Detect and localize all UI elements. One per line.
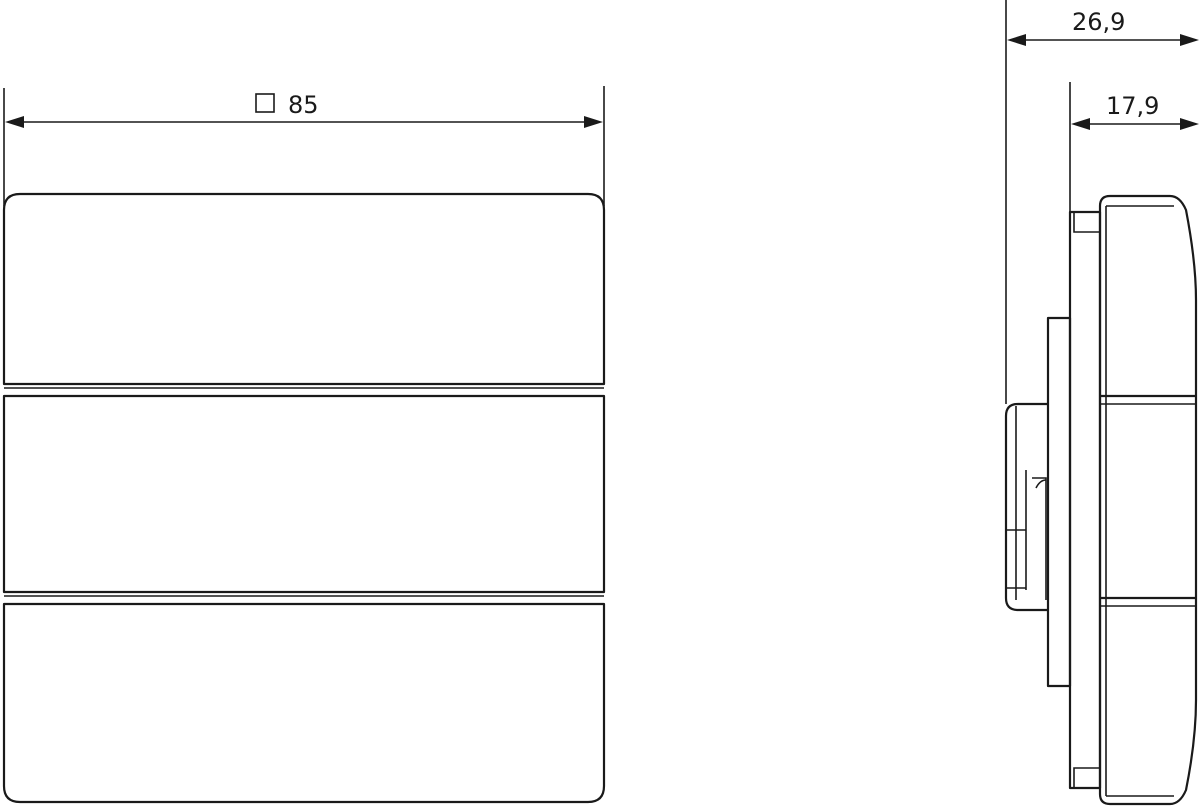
side-rocker-profile xyxy=(1098,194,1198,806)
side-view: 26,9 17,9 xyxy=(1004,0,1199,806)
front-depth-arrow-right xyxy=(1180,118,1199,130)
rocker-top xyxy=(2,192,606,386)
width-dimension-value: 85 xyxy=(288,91,319,119)
total-depth-dimension-value: 26,9 xyxy=(1072,8,1125,36)
width-arrow-right xyxy=(584,116,603,128)
side-frame-step xyxy=(1073,212,1100,788)
square-symbol-icon xyxy=(255,93,275,113)
side-mechanism-clip xyxy=(1006,479,1047,589)
side-frame xyxy=(1068,210,1102,790)
width-arrow-left xyxy=(5,116,24,128)
rocker-middle xyxy=(2,394,606,594)
total-depth-arrow-right xyxy=(1180,34,1199,46)
rocker-bottom xyxy=(2,602,606,804)
front-depth-dimension-value: 17,9 xyxy=(1106,92,1159,120)
total-depth-arrow-left xyxy=(1007,34,1026,46)
side-mechanism-inner xyxy=(1015,406,1047,600)
side-mounting-plate xyxy=(1046,316,1072,688)
side-rocker-inner-edge xyxy=(1105,205,1174,797)
front-depth-arrow-left xyxy=(1071,118,1090,130)
side-mechanism-back xyxy=(1004,402,1048,612)
front-view: 85 xyxy=(2,86,606,804)
